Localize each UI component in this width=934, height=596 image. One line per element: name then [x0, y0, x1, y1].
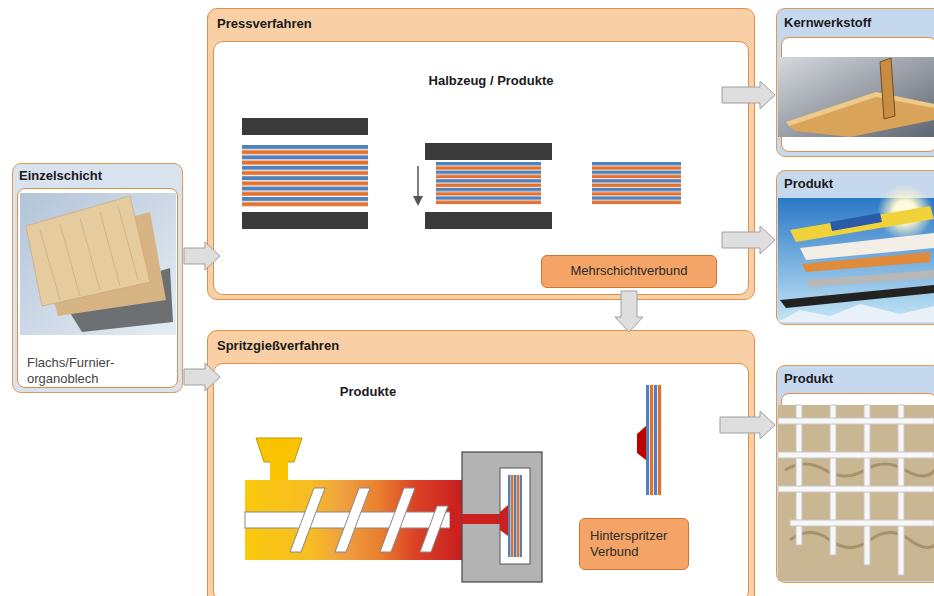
fibre-texture	[785, 464, 934, 548]
photo-ground	[778, 57, 934, 137]
injection-machine	[245, 438, 542, 582]
layer-stack	[592, 162, 681, 205]
layer-stack	[436, 162, 541, 205]
wood-grain	[40, 206, 138, 300]
layer-stack	[242, 145, 368, 207]
ski-print	[830, 213, 882, 231]
mould	[462, 452, 542, 582]
grid-bar	[778, 418, 934, 424]
screw-flight	[335, 488, 370, 552]
grid-bar	[778, 452, 934, 458]
photo-ground	[778, 405, 934, 581]
press-direction	[417, 166, 419, 198]
block-arrow	[722, 226, 775, 254]
grid-bar	[864, 405, 870, 565]
ski-layer	[806, 270, 934, 287]
press-plate	[242, 118, 368, 135]
box-label: Mehrschichtverbund	[570, 263, 687, 279]
box-title: Einzelschicht	[19, 168, 102, 184]
press-plate	[425, 212, 552, 229]
block-arrow	[184, 363, 220, 391]
hopper-neck	[270, 461, 288, 481]
veneer-photo	[20, 193, 176, 335]
box-text: Produkte	[318, 384, 418, 400]
box-text: Flachs/Furnier- organoblech	[27, 355, 167, 388]
photo-ground	[20, 193, 176, 335]
press-plate	[425, 143, 552, 160]
ski-layer	[780, 285, 934, 308]
runner	[462, 514, 500, 524]
box-title: Kernwerkstoff	[784, 15, 871, 31]
box-title: Pressverfahren	[217, 16, 312, 32]
nozzle	[450, 503, 462, 537]
block-arrow	[722, 81, 775, 109]
grid	[778, 405, 934, 575]
board-edge	[786, 92, 934, 126]
veneer-sheet	[26, 196, 150, 306]
hopper	[256, 438, 302, 462]
box-title: Produkt	[784, 176, 833, 192]
board	[880, 58, 895, 119]
insert-layers	[646, 385, 662, 495]
process-tag: Mehrschichtverbund	[541, 255, 717, 288]
grid-photo	[778, 405, 934, 581]
box-text: Halbzeug / Produkte	[406, 73, 576, 89]
screw-flight	[290, 488, 325, 552]
process-tag: Hinterspritzer Verbund	[579, 518, 689, 570]
box-label: Hinterspritzer Verbund	[590, 528, 678, 561]
ski-photo	[778, 184, 934, 322]
ski-layer	[802, 252, 930, 272]
core-photo	[778, 57, 934, 137]
box-title: Spritzgießverfahren	[217, 338, 339, 354]
cavity	[500, 468, 530, 564]
press-stack	[242, 118, 681, 229]
block-arrow	[184, 242, 220, 270]
photo-ground	[778, 198, 934, 322]
block-arrow	[720, 411, 775, 439]
grid-bar	[830, 405, 836, 555]
overmould	[637, 426, 646, 460]
block-arrow	[615, 291, 643, 332]
press-plate	[242, 212, 368, 229]
screw-flight	[420, 506, 448, 552]
press-direction-head	[413, 196, 423, 206]
insert-layers	[508, 475, 522, 557]
overmould	[500, 505, 508, 536]
mountains	[778, 304, 934, 322]
board	[786, 92, 934, 137]
grid-bar	[790, 520, 934, 526]
screw-flight	[380, 488, 415, 552]
barrel	[245, 480, 462, 560]
box-title: Produkt	[784, 371, 833, 387]
grid-bar	[778, 486, 934, 492]
overmoulded-part	[637, 385, 662, 495]
